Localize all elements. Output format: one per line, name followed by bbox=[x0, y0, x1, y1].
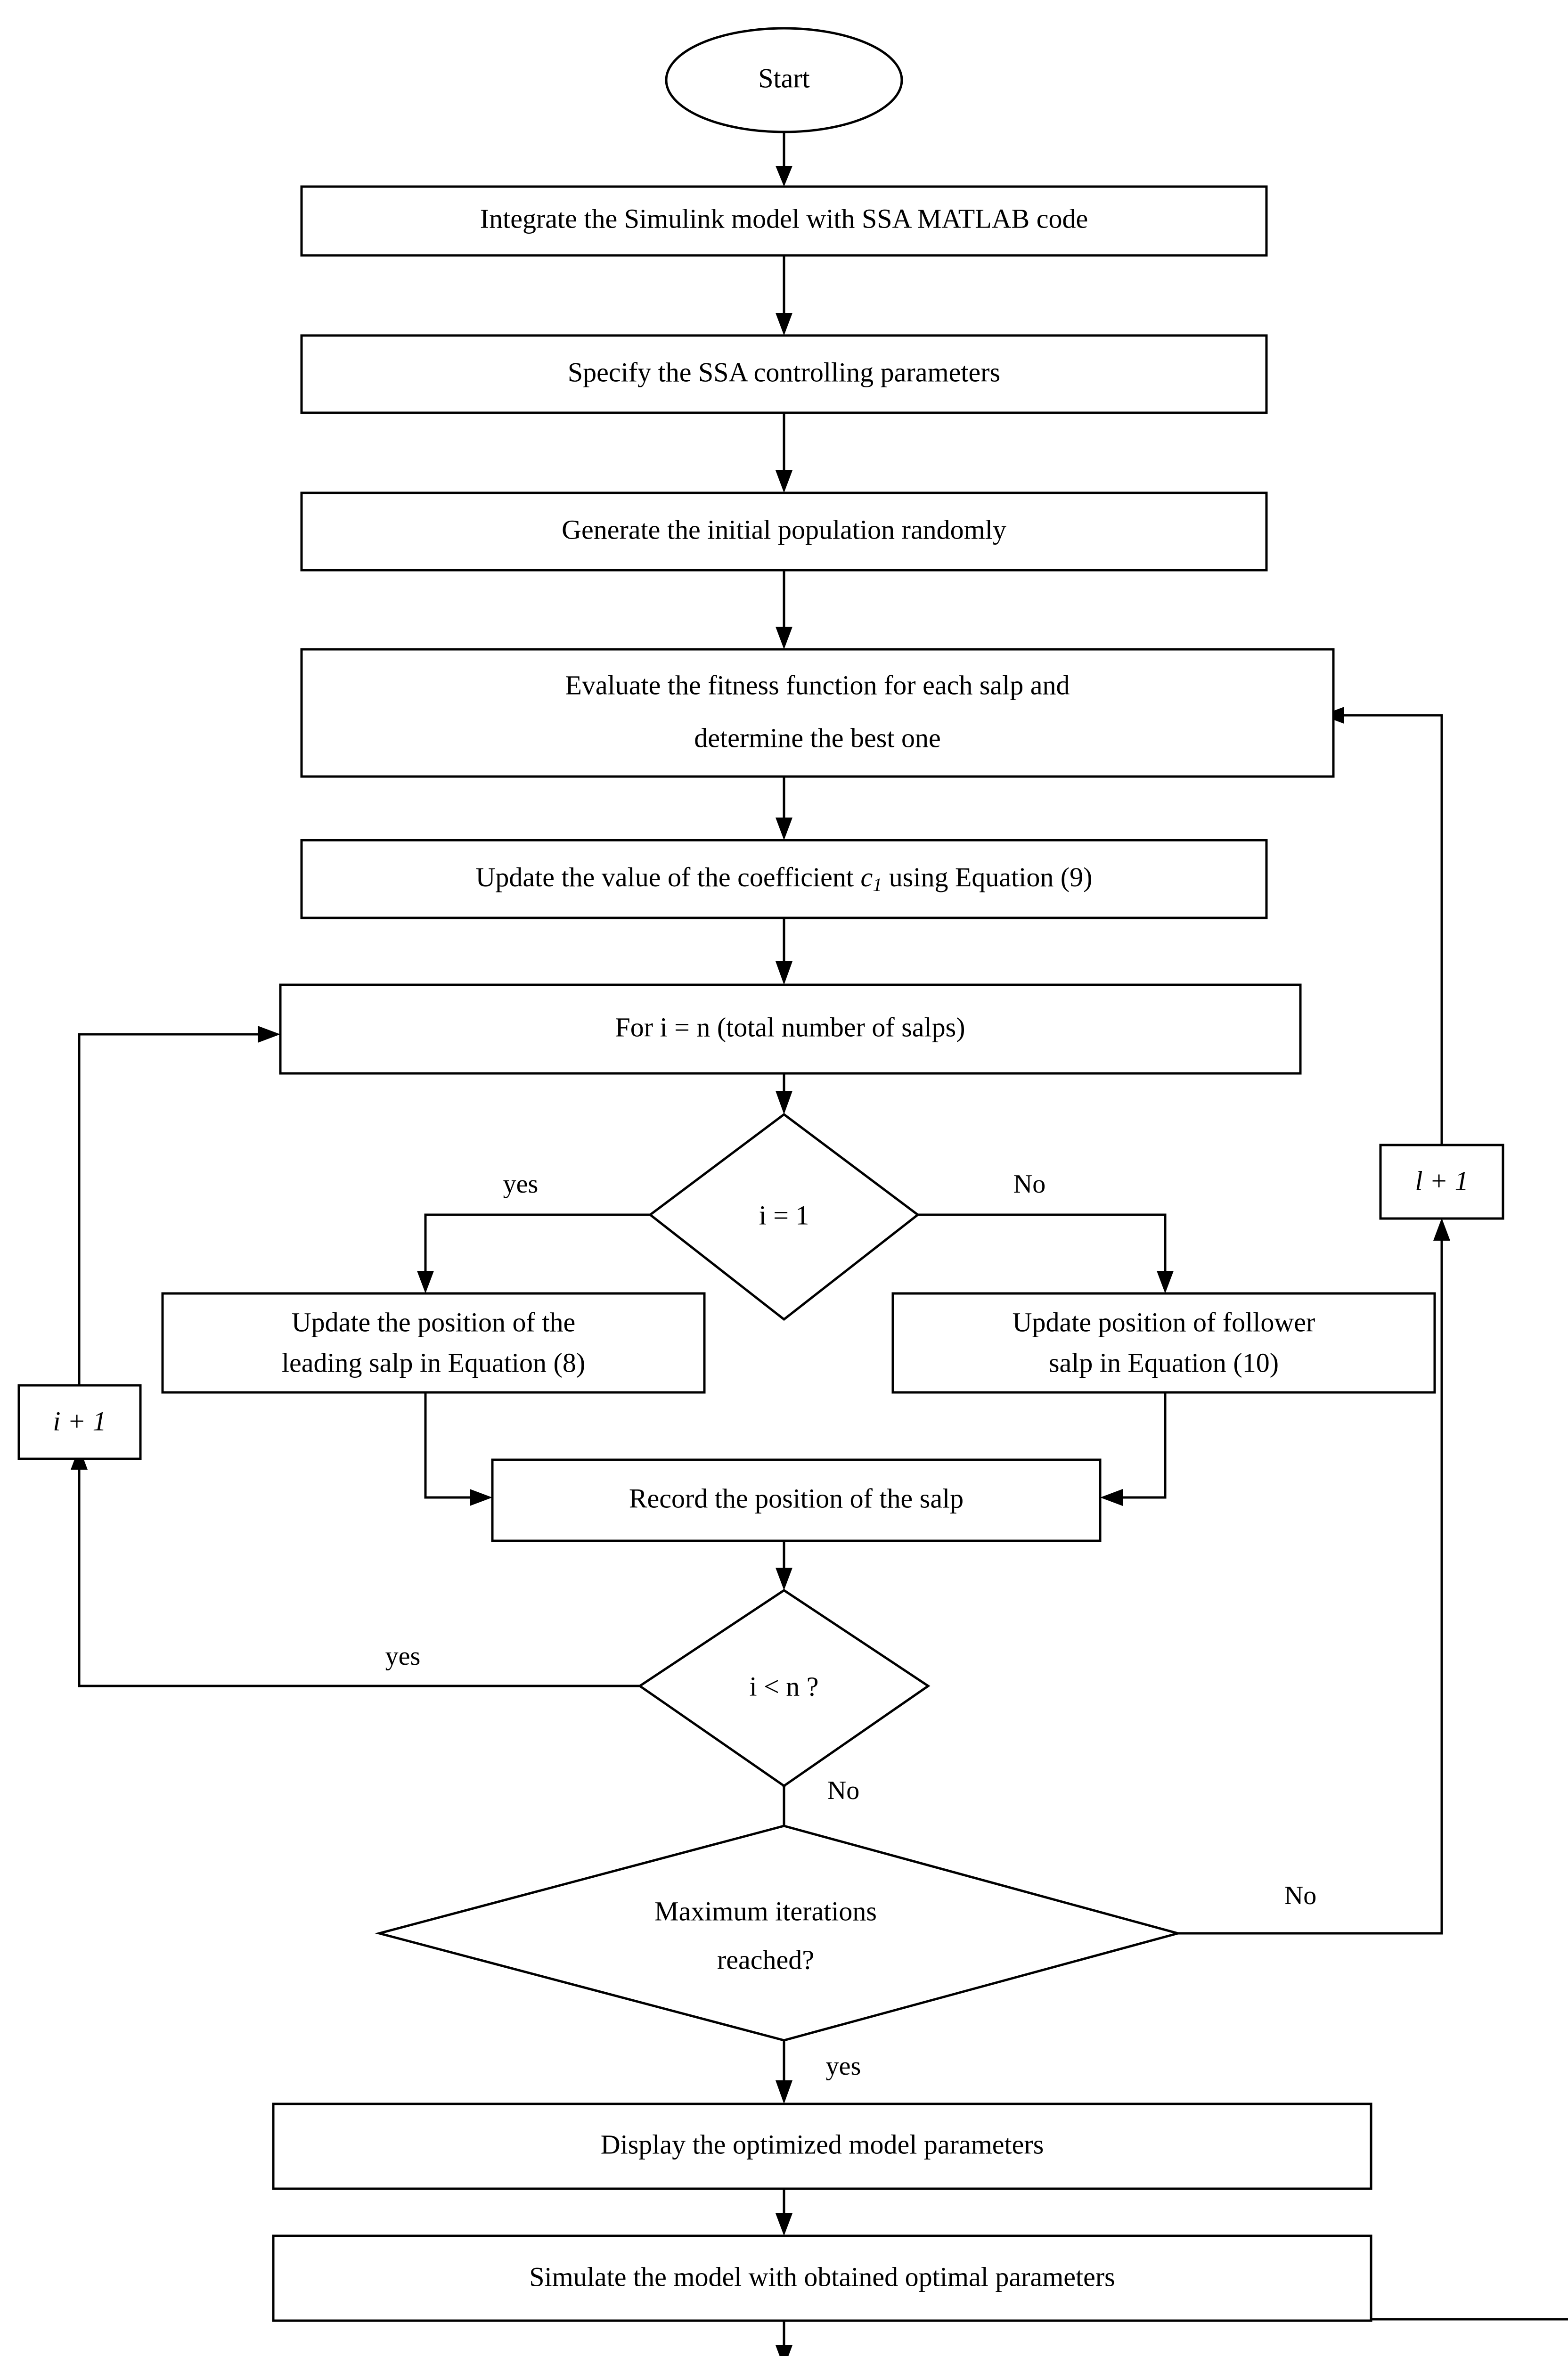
connector-i1-yes-to-leader bbox=[424, 1213, 650, 1282]
node-counter-i-plus-1 bbox=[17, 1384, 142, 1460]
arrowhead-display-to-simulate bbox=[776, 2213, 792, 2236]
node-simulate-model bbox=[272, 2234, 1372, 2322]
edge-label-max-no: No bbox=[1284, 1881, 1316, 1910]
node-generate-label: Generate the initial population randomly bbox=[562, 514, 1006, 545]
node-for-loop-label: For i = n (total number of salps) bbox=[615, 1012, 965, 1042]
node-update-coefficient-label: Update the value of the coefficient c1 u… bbox=[476, 862, 1093, 895]
coeff-symbol: c bbox=[861, 862, 873, 892]
node-start bbox=[665, 27, 903, 133]
arrowhead-coeff-to-forloop bbox=[776, 961, 792, 985]
connector-in-yes-to-counter-i bbox=[78, 1459, 640, 1687]
arrowhead-integrate-to-specify bbox=[776, 313, 792, 335]
connector-max-no-to-counter-l bbox=[1178, 1230, 1443, 1935]
arrowhead-simulate-to-compare bbox=[776, 2345, 792, 2356]
node-evaluate bbox=[300, 648, 1335, 778]
arrowhead-i1-yes-to-leader bbox=[417, 1271, 434, 1293]
node-update-coefficient bbox=[300, 839, 1268, 919]
arrowhead-leader-to-record bbox=[470, 1489, 492, 1506]
connector-simulate-to-compare bbox=[783, 2318, 1568, 2356]
arrowhead-follower-to-record bbox=[1100, 1489, 1123, 1506]
node-start-label: Start bbox=[758, 63, 810, 93]
edge-label-i1-yes: yes bbox=[503, 1170, 539, 1199]
node-decision-i-less-than-n-label: i < n ? bbox=[749, 1671, 818, 1702]
node-evaluate-label-line1: Evaluate the fitness function for each s… bbox=[565, 670, 1070, 700]
node-update-follower-salp bbox=[891, 1292, 1436, 1394]
node-display-parameters-label: Display the optimized model parameters bbox=[601, 2129, 1044, 2160]
coeff-subscript: 1 bbox=[873, 874, 882, 895]
coeff-text-post: using Equation (9) bbox=[882, 862, 1092, 892]
node-display-parameters bbox=[272, 2102, 1372, 2190]
node-decision-i-equals-1-label: i = 1 bbox=[759, 1200, 809, 1230]
edge-label-in-no: No bbox=[827, 1776, 859, 1805]
node-decision-max-iterations-line1: Maximum iterations bbox=[654, 1896, 877, 1926]
node-update-follower-salp-line2: salp in Equation (10) bbox=[1049, 1347, 1279, 1378]
connector-counter-l-to-evaluate bbox=[1333, 714, 1443, 1145]
node-integrate bbox=[300, 185, 1268, 257]
connector-i1-no-to-follower bbox=[918, 1213, 1167, 1282]
node-generate bbox=[300, 491, 1268, 572]
coeff-text-pre: Update the value of the coefficient bbox=[476, 862, 861, 892]
node-counter-i-plus-1-label: i + 1 bbox=[53, 1406, 106, 1436]
node-decision-i-equals-1 bbox=[648, 1113, 920, 1321]
node-for-loop bbox=[279, 983, 1302, 1075]
node-record-position-label: Record the position of the salp bbox=[629, 1483, 964, 1513]
arrowhead-specify-to-generate bbox=[776, 470, 792, 493]
edge-label-i1-no: No bbox=[1013, 1170, 1045, 1199]
node-decision-i-less-than-n bbox=[637, 1588, 931, 1788]
connector-counter-i-to-forloop bbox=[78, 1033, 269, 1385]
node-evaluate-label-line2: determine the best one bbox=[694, 722, 940, 753]
node-update-leading-salp-line2: leading salp in Equation (8) bbox=[282, 1347, 585, 1378]
arrowhead-max-no-to-counter-l bbox=[1433, 1218, 1450, 1241]
connector-follower-to-record bbox=[1112, 1392, 1167, 1499]
arrowhead-start-to-integrate bbox=[776, 166, 792, 187]
arrowhead-max-yes-to-display bbox=[776, 2080, 792, 2104]
arrowhead-forloop-to-decision-i1 bbox=[776, 1091, 792, 1114]
node-simulate-model-label: Simulate the model with obtained optimal… bbox=[529, 2261, 1115, 2292]
node-integrate-label: Integrate the Simulink model with SSA MA… bbox=[480, 203, 1088, 234]
edge-label-max-yes: yes bbox=[826, 2052, 861, 2081]
node-update-leading-salp-line1: Update the position of the bbox=[292, 1307, 575, 1337]
node-decision-max-iterations bbox=[375, 1824, 1183, 2042]
arrowhead-generate-to-evaluate bbox=[776, 627, 792, 649]
arrowhead-counter-i-to-forloop bbox=[258, 1026, 280, 1043]
arrowhead-i1-no-to-follower bbox=[1157, 1271, 1174, 1293]
node-specify-label: Specify the SSA controlling parameters bbox=[568, 357, 1000, 387]
edge-label-in-yes: yes bbox=[385, 1642, 421, 1671]
node-counter-l-plus-1-label: l + 1 bbox=[1415, 1165, 1468, 1196]
node-decision-max-iterations-line2: reached? bbox=[717, 1944, 814, 1975]
connector-leader-to-record bbox=[424, 1392, 481, 1499]
node-update-follower-salp-line1: Update position of follower bbox=[1013, 1307, 1315, 1337]
node-counter-l-plus-1 bbox=[1379, 1144, 1504, 1220]
arrowhead-record-to-decision-in bbox=[776, 1568, 792, 1590]
node-specify bbox=[300, 334, 1268, 414]
node-record-position bbox=[491, 1458, 1102, 1542]
arrowhead-evaluate-to-coeff bbox=[776, 818, 792, 840]
node-update-leading-salp bbox=[161, 1292, 706, 1394]
